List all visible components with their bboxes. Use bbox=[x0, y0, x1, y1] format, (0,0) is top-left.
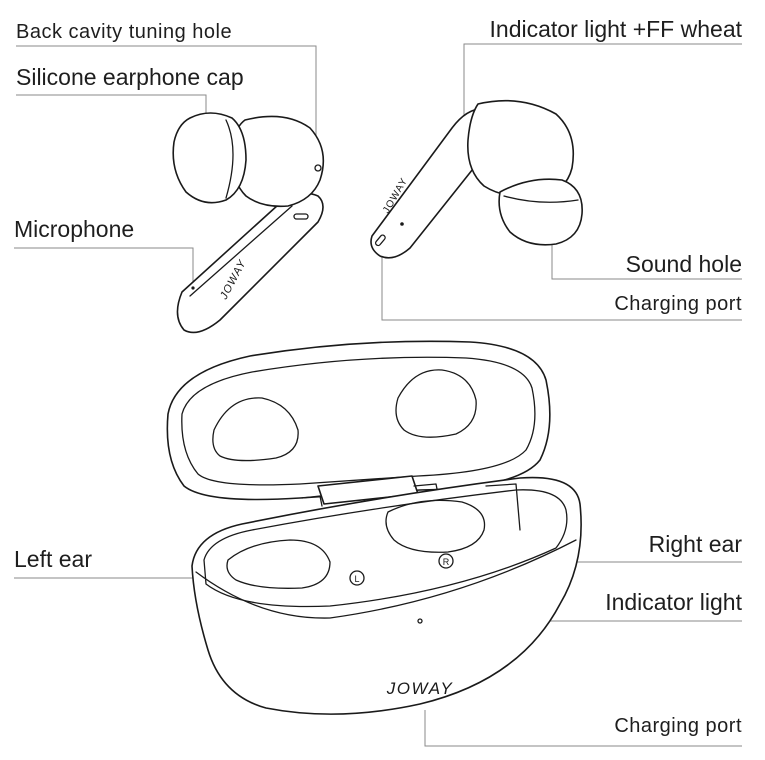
label-back-cavity-tuning-hole: Back cavity tuning hole bbox=[16, 21, 233, 43]
left-earbud-drawing: JOWAY bbox=[172, 112, 325, 334]
case-logo: JOWAY bbox=[386, 679, 454, 698]
right-slot-mark: R bbox=[443, 557, 450, 567]
label-indicator-light-top: Indicator light +FF wheat bbox=[489, 16, 742, 42]
leader-silicone-cap bbox=[16, 94, 207, 122]
case-body-drawing: L R JOWAY bbox=[191, 476, 582, 715]
label-sound-hole: Sound hole bbox=[625, 251, 742, 277]
leader-charging-port-case bbox=[424, 710, 742, 747]
leader-lines bbox=[14, 43, 742, 747]
right-earbud-drawing: JOWAY bbox=[370, 99, 583, 259]
label-microphone: Microphone bbox=[14, 216, 135, 242]
case-lid-drawing bbox=[166, 340, 551, 507]
leader-microphone bbox=[14, 247, 194, 282]
leader-indicator-top bbox=[463, 43, 742, 120]
leader-charging-port-top bbox=[381, 244, 742, 321]
label-left-ear: Left ear bbox=[14, 546, 92, 572]
left-slot-mark: L bbox=[354, 574, 359, 584]
leader-back-cavity bbox=[16, 45, 317, 160]
label-indicator-light-case: Indicator light bbox=[605, 589, 742, 615]
label-right-ear: Right ear bbox=[648, 531, 742, 557]
label-charging-port-top: Charging port bbox=[614, 293, 742, 315]
label-charging-port-case: Charging port bbox=[614, 715, 742, 737]
label-silicone-earphone-cap: Silicone earphone cap bbox=[16, 64, 244, 90]
